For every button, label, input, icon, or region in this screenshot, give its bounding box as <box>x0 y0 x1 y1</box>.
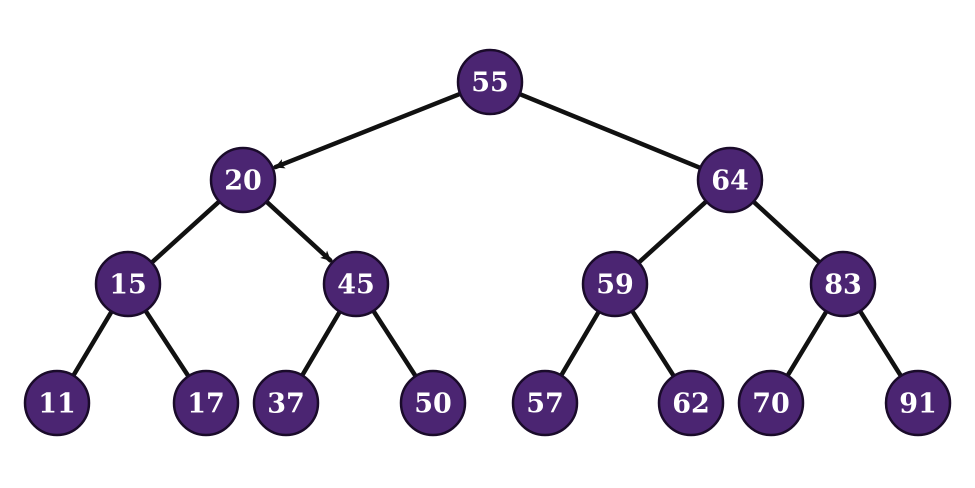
edge-64-83 <box>751 199 822 265</box>
edge-45-37 <box>299 309 343 378</box>
tree-node-55: 55 <box>456 48 524 116</box>
node-label: 17 <box>187 389 225 420</box>
edge-45-50 <box>371 308 418 379</box>
edge-59-57 <box>558 309 602 378</box>
tree-node-70: 70 <box>737 369 805 437</box>
node-label: 59 <box>596 270 634 301</box>
node-label: 62 <box>672 389 710 420</box>
edge-83-70 <box>785 309 829 378</box>
node-circle <box>511 369 579 437</box>
edge-55-20-arrow <box>273 91 463 170</box>
node-label: 15 <box>109 270 147 301</box>
edge-64-59 <box>636 199 709 265</box>
node-circle <box>884 369 952 437</box>
tree-node-50: 50 <box>399 369 467 437</box>
edge-15-17 <box>143 308 191 379</box>
node-circle <box>209 146 277 214</box>
edge-15-11 <box>71 309 114 378</box>
node-circle <box>172 369 240 437</box>
node-label: 20 <box>224 166 262 197</box>
edge-59-62 <box>629 308 677 379</box>
tree-node-83: 83 <box>809 250 877 318</box>
node-label: 55 <box>471 68 509 99</box>
node-label: 50 <box>414 389 452 420</box>
tree-node-11: 11 <box>23 369 91 437</box>
tree-node-57: 57 <box>511 369 579 437</box>
node-circle <box>581 250 649 318</box>
node-label: 57 <box>526 389 564 420</box>
edge-20-45-arrow <box>264 199 333 263</box>
node-circle <box>809 250 877 318</box>
node-circle <box>322 250 390 318</box>
node-label: 37 <box>267 389 305 420</box>
tree-node-62: 62 <box>657 369 725 437</box>
tree-node-17: 17 <box>172 369 240 437</box>
tree-node-37: 37 <box>252 369 320 437</box>
node-circle <box>696 146 764 214</box>
node-label: 83 <box>824 270 862 301</box>
node-label: 70 <box>752 389 790 420</box>
node-label: 11 <box>38 389 76 420</box>
edge-83-91 <box>857 308 904 379</box>
node-circle <box>737 369 805 437</box>
node-circle <box>94 250 162 318</box>
edge-55-64 <box>517 91 703 171</box>
tree-node-91: 91 <box>884 369 952 437</box>
tree-node-59: 59 <box>581 250 649 318</box>
node-circle <box>252 369 320 437</box>
node-circle <box>23 369 91 437</box>
node-label: 64 <box>711 166 749 197</box>
nodes-layer: 55 20 64 15 45 59 83 11 17 37 50 57 62 70 91 <box>23 48 952 437</box>
tree-node-20: 20 <box>209 146 277 214</box>
node-circle <box>399 369 467 437</box>
tree-node-15: 15 <box>94 250 162 318</box>
edge-20-15 <box>149 199 222 265</box>
node-circle <box>456 48 524 116</box>
node-circle <box>657 369 725 437</box>
node-label: 91 <box>899 389 937 420</box>
node-label: 45 <box>337 270 375 301</box>
edges-layer <box>71 91 904 379</box>
tree-node-64: 64 <box>696 146 764 214</box>
tree-node-45: 45 <box>322 250 390 318</box>
